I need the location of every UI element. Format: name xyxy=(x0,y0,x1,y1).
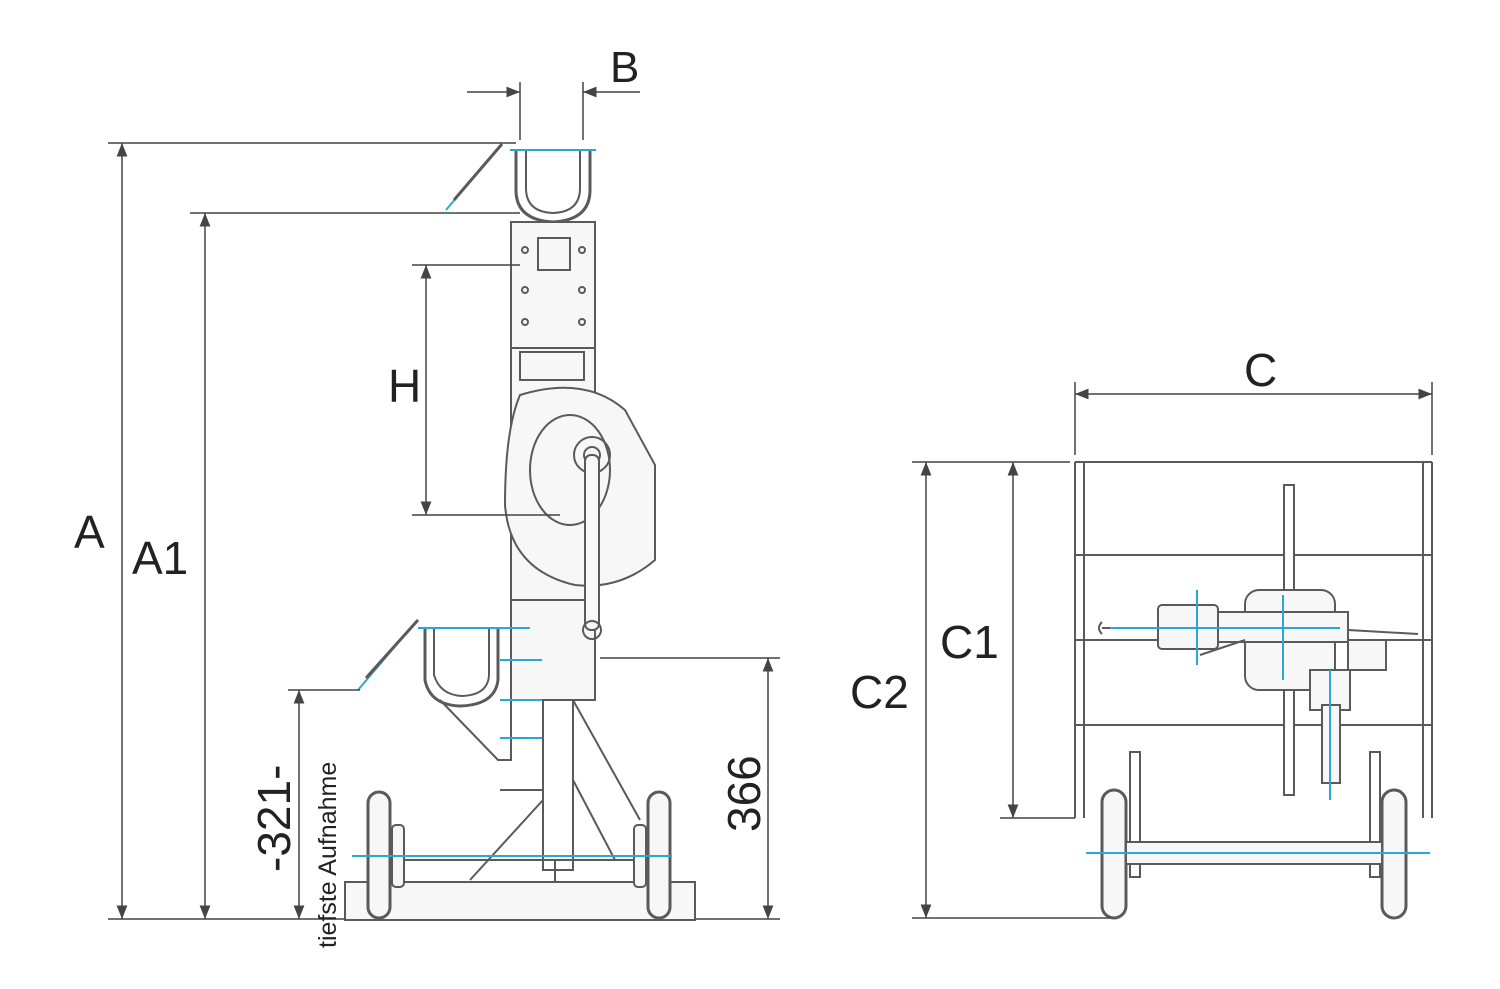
label-c: C xyxy=(1244,344,1277,396)
label-c2: C2 xyxy=(850,666,909,718)
top-claw xyxy=(514,150,592,224)
front-dimensions xyxy=(912,382,1433,919)
label-h: H xyxy=(388,360,421,412)
gear-housing xyxy=(503,386,656,587)
label-c1: C1 xyxy=(940,616,999,668)
lower-claw xyxy=(423,628,500,708)
label-321: -321- xyxy=(248,765,300,872)
label-b: B xyxy=(610,43,639,92)
label-lowest-pickup: tiefste Aufnahme xyxy=(314,762,342,948)
side-dimensions xyxy=(108,82,780,920)
side-view xyxy=(344,143,696,921)
front-view xyxy=(1074,461,1433,920)
label-a1: A1 xyxy=(132,532,188,584)
label-a: A xyxy=(74,506,105,558)
crank-lever xyxy=(584,454,600,631)
base-frame xyxy=(344,881,696,921)
label-366: 366 xyxy=(718,755,770,832)
